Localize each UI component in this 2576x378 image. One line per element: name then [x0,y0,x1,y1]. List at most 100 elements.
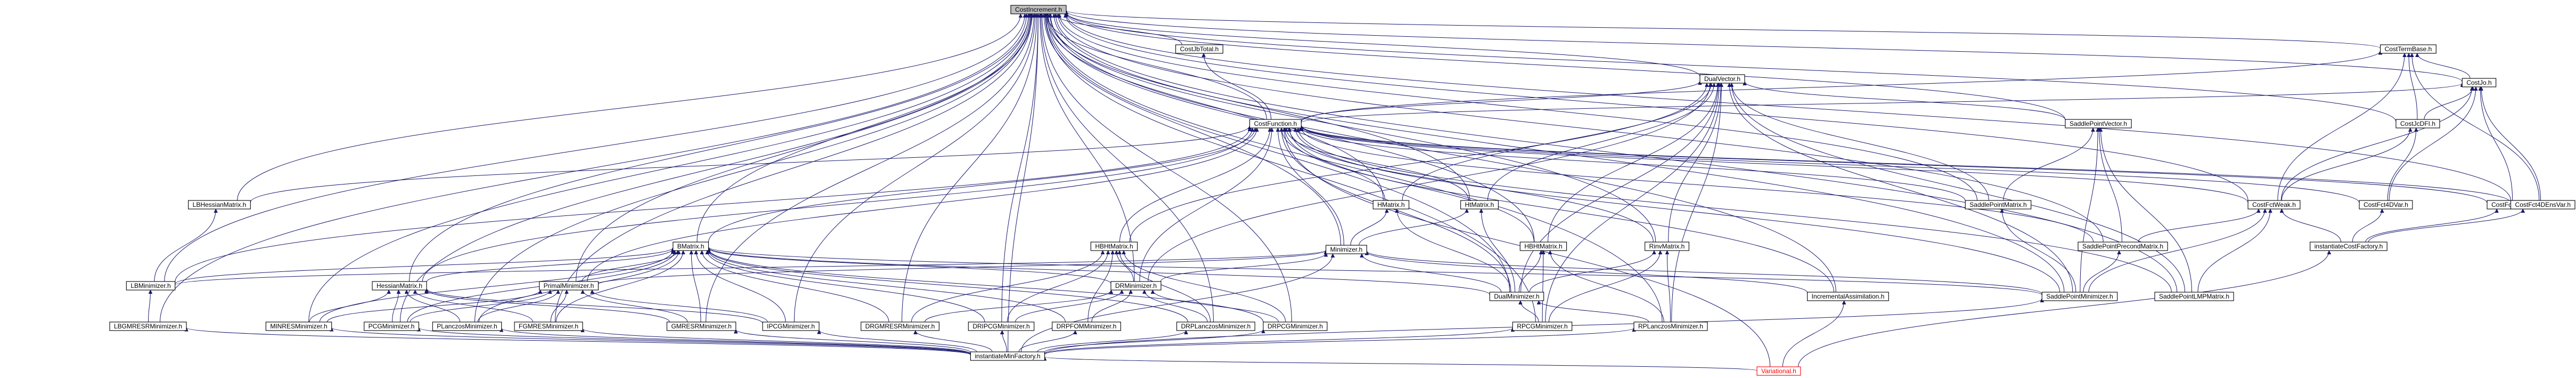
node-instantiate-cost-factory[interactable]: instantiateCostFactory.h [2310,242,2387,251]
node-hessian-matrix[interactable]: HessianMatrix.h [372,281,427,291]
node-drpcgminimizer[interactable]: DRPCGMinimizer.h [1263,321,1328,331]
node-incremental-assimilation[interactable]: IncrementalAssimilation.h [1807,292,1889,301]
edge-FGMRESMinimizer-includes-CostIncrement [554,14,1032,323]
node-rplanczos-minimizer[interactable]: RPLanczosMinimizer.h [1633,321,1708,331]
edge-LBHessianMatrix-includes-CostIncrement [237,14,1021,201]
edge-SaddlePointMinimizer-includes-SaddlePointPrecondMatrix [2083,251,2119,293]
node-saddle-point-vector[interactable]: SaddlePointVector.h [2065,119,2132,128]
node-cost-fct4-dens-var[interactable]: CostFct4DEnsVar.h [2510,200,2575,210]
edge-instantiateMinFactory-includes-RPCGMinimizer [1044,327,1513,355]
node-saddle-point-matrix[interactable]: SaddlePointMatrix.h [1965,200,2032,210]
node-hbht-matrix[interactable]: HBHtMatrix.h [1090,242,1138,251]
node-bmatrix[interactable]: BMatrix.h [673,242,709,251]
node-drplanczos-minimizer[interactable]: DRPLanczosMinimizer.h [1176,321,1255,331]
edge-RPLanczosMinimizer-includes-DualMinimizer [1539,300,1649,323]
edge-RPCGMinimizer-includes-HBHtMatrix2 [1542,251,1543,323]
node-box [1512,321,1573,331]
node-saddle-point-lmpmatrix[interactable]: SaddlePointLMPMatrix.h [2154,292,2234,301]
node-box [2310,242,2387,251]
node-gmresrminimizer[interactable]: GMRESRMinimizer.h [666,321,737,331]
node-label: DualVector.h [1704,75,1740,83]
node-dripcgminimizer[interactable]: DRIPCGMinimizer.h [968,321,1035,331]
node-primal-minimizer[interactable]: PrimalMinimizer.h [539,281,599,291]
node-cost-jb-total[interactable]: CostJbTotal.h [1175,44,1223,54]
node-label: HMatrix.h [1377,201,1404,208]
node-variational[interactable]: Variational.h [1756,366,1801,376]
node-planczos-minimizer[interactable]: PLanczosMinimizer.h [432,321,502,331]
node-lbhessian-matrix[interactable]: LBHessianMatrix.h [188,200,251,210]
node-drgmresrminimizer[interactable]: DRGMRESRMinimizer.h [861,321,939,331]
node-cost-jc-dfi[interactable]: CostJcDFI.h [2395,119,2440,128]
node-drminimizer[interactable]: DRMinimizer.h [1110,281,1162,291]
edge-Minimizer-includes-HMatrix [1350,209,1387,246]
node-box [1110,281,1162,291]
edge-PLanczosMinimizer-includes-PrimalMinimizer [477,289,558,323]
edge-DRIPCGMinimizer-includes-DRMinimizer [1015,289,1122,323]
edge-instantiateMinFactory-includes-CostIncrement [1008,14,1038,352]
node-cost-increment[interactable]: CostIncrement.h [1010,5,1067,14]
node-label: CostJbTotal.h [1180,45,1219,53]
node-label: IPCGMinimizer.h [767,323,815,330]
node-box [1699,74,1745,84]
edge-layer [148,10,2541,371]
edge-SaddlePointPrecondMatrix-includes-CostIncrement [1058,14,2104,243]
edge-IPCGMinimizer-includes-HessianMatrix [427,288,763,324]
node-saddle-point-minimizer[interactable]: SaddlePointMinimizer.h [2041,292,2118,301]
node-label: CostTermBase.h [2385,45,2432,53]
edge-SaddlePointLMPMatrix-includes-CostFctWeak [2197,209,2270,293]
node-label: Minimizer.h [1330,246,1363,253]
node-ht-matrix[interactable]: HtMatrix.h [1460,200,1499,210]
node-cost-fct-weak[interactable]: CostFctWeak.h [2247,200,2301,210]
edge-IncrementalAssimilation-includes-CostFunction [1290,128,1834,293]
edge-CostFctWeak-includes-CostJcDFI [2281,128,2410,201]
node-dual-vector[interactable]: DualVector.h [1699,74,1745,84]
node-box [2461,78,2497,87]
edge-Variational-includes-instantiateMinFactory [1045,356,1757,371]
node-pcgminimizer[interactable]: PCGMinimizer.h [364,321,419,331]
edge-HtMatrix-includes-DualVector [1487,83,1714,201]
edge-CostJcDFI-includes-CostIncrement [1066,12,2397,122]
node-label: HBHtMatrix.h [1095,243,1133,250]
edge-HBHtMatrix2-includes-DualVector [1548,83,1718,243]
edge-CostFunction-includes-CostTermBase [1301,51,2380,122]
node-box [968,321,1035,331]
node-cost-term-base[interactable]: CostTermBase.h [2380,44,2436,54]
edge-FGMRESMinimizer-includes-BMatrix [555,251,683,323]
edge-instantiateMinFactory-includes-RPLanczosMinimizer [1044,327,1634,355]
node-label: DRPLanczosMinimizer.h [1181,323,1251,330]
edge-LBMinimizer-includes-CostIncrement [164,14,1025,282]
node-rpcgminimizer[interactable]: RPCGMinimizer.h [1512,321,1573,331]
node-instantiate-min-factory[interactable]: instantiateMinFactory.h [970,351,1045,361]
node-lbgmresrminimizer[interactable]: LBGMRESRMinimizer.h [109,321,187,331]
node-cost-function[interactable]: CostFunction.h [1249,119,1302,128]
node-box [2380,44,2436,54]
node-label: DRPCGMinimizer.h [1267,323,1323,330]
edge-DualMinimizer-includes-HtMatrix [1481,209,1516,293]
node-hbht-matrix2[interactable]: HBHtMatrix.h [1519,242,1567,251]
node-hmatrix[interactable]: HMatrix.h [1372,200,1410,210]
edge-GMRESRMinimizer-includes-CostIncrement [706,14,1034,323]
node-minresminimizer[interactable]: MINRESMinimizer.h [265,321,332,331]
node-lbminimizer[interactable]: LBMinimizer.h [126,281,176,291]
edge-MINRESMinimizer-includes-PrimalMinimizer [326,289,540,323]
node-box [666,321,737,331]
node-cost-jo[interactable]: CostJo.h [2461,78,2497,87]
node-box [2359,200,2413,210]
node-saddle-point-precond-matrix[interactable]: SaddlePointPrecondMatrix.h [2078,242,2168,251]
edge-CostFct4DVar-includes-CostJcDFI [2387,128,2416,201]
node-box [1249,119,1302,128]
node-fgmresminimizer[interactable]: FGMRESMinimizer.h [514,321,583,331]
node-cost-fct4-dvar[interactable]: CostFct4DVar.h [2359,200,2413,210]
edge-instantiateMinFactory-includes-PLanczosMinimizer [502,328,971,355]
edge-PCGMinimizer-includes-PrimalMinimizer [410,289,550,323]
edge-SaddlePointVector-includes-DualVector [1745,81,2066,120]
node-dual-minimizer[interactable]: DualMinimizer.h [1489,292,1544,301]
node-box [1756,366,1801,376]
edge-GMRESRMinimizer-includes-HessianMatrix [427,289,670,323]
node-ipcgminimizer[interactable]: IPCGMinimizer.h [762,321,820,331]
node-rinv-matrix[interactable]: RinvMatrix.h [1645,242,1689,251]
node-drpfomminimizer[interactable]: DRPFOMMinimizer.h [1052,321,1121,331]
edge-DualVector-includes-CostIncrement [1066,12,1700,77]
node-minimizer[interactable]: Minimizer.h [1326,245,1367,254]
edge-PrimalMinimizer-includes-CostFunction [587,128,1257,282]
